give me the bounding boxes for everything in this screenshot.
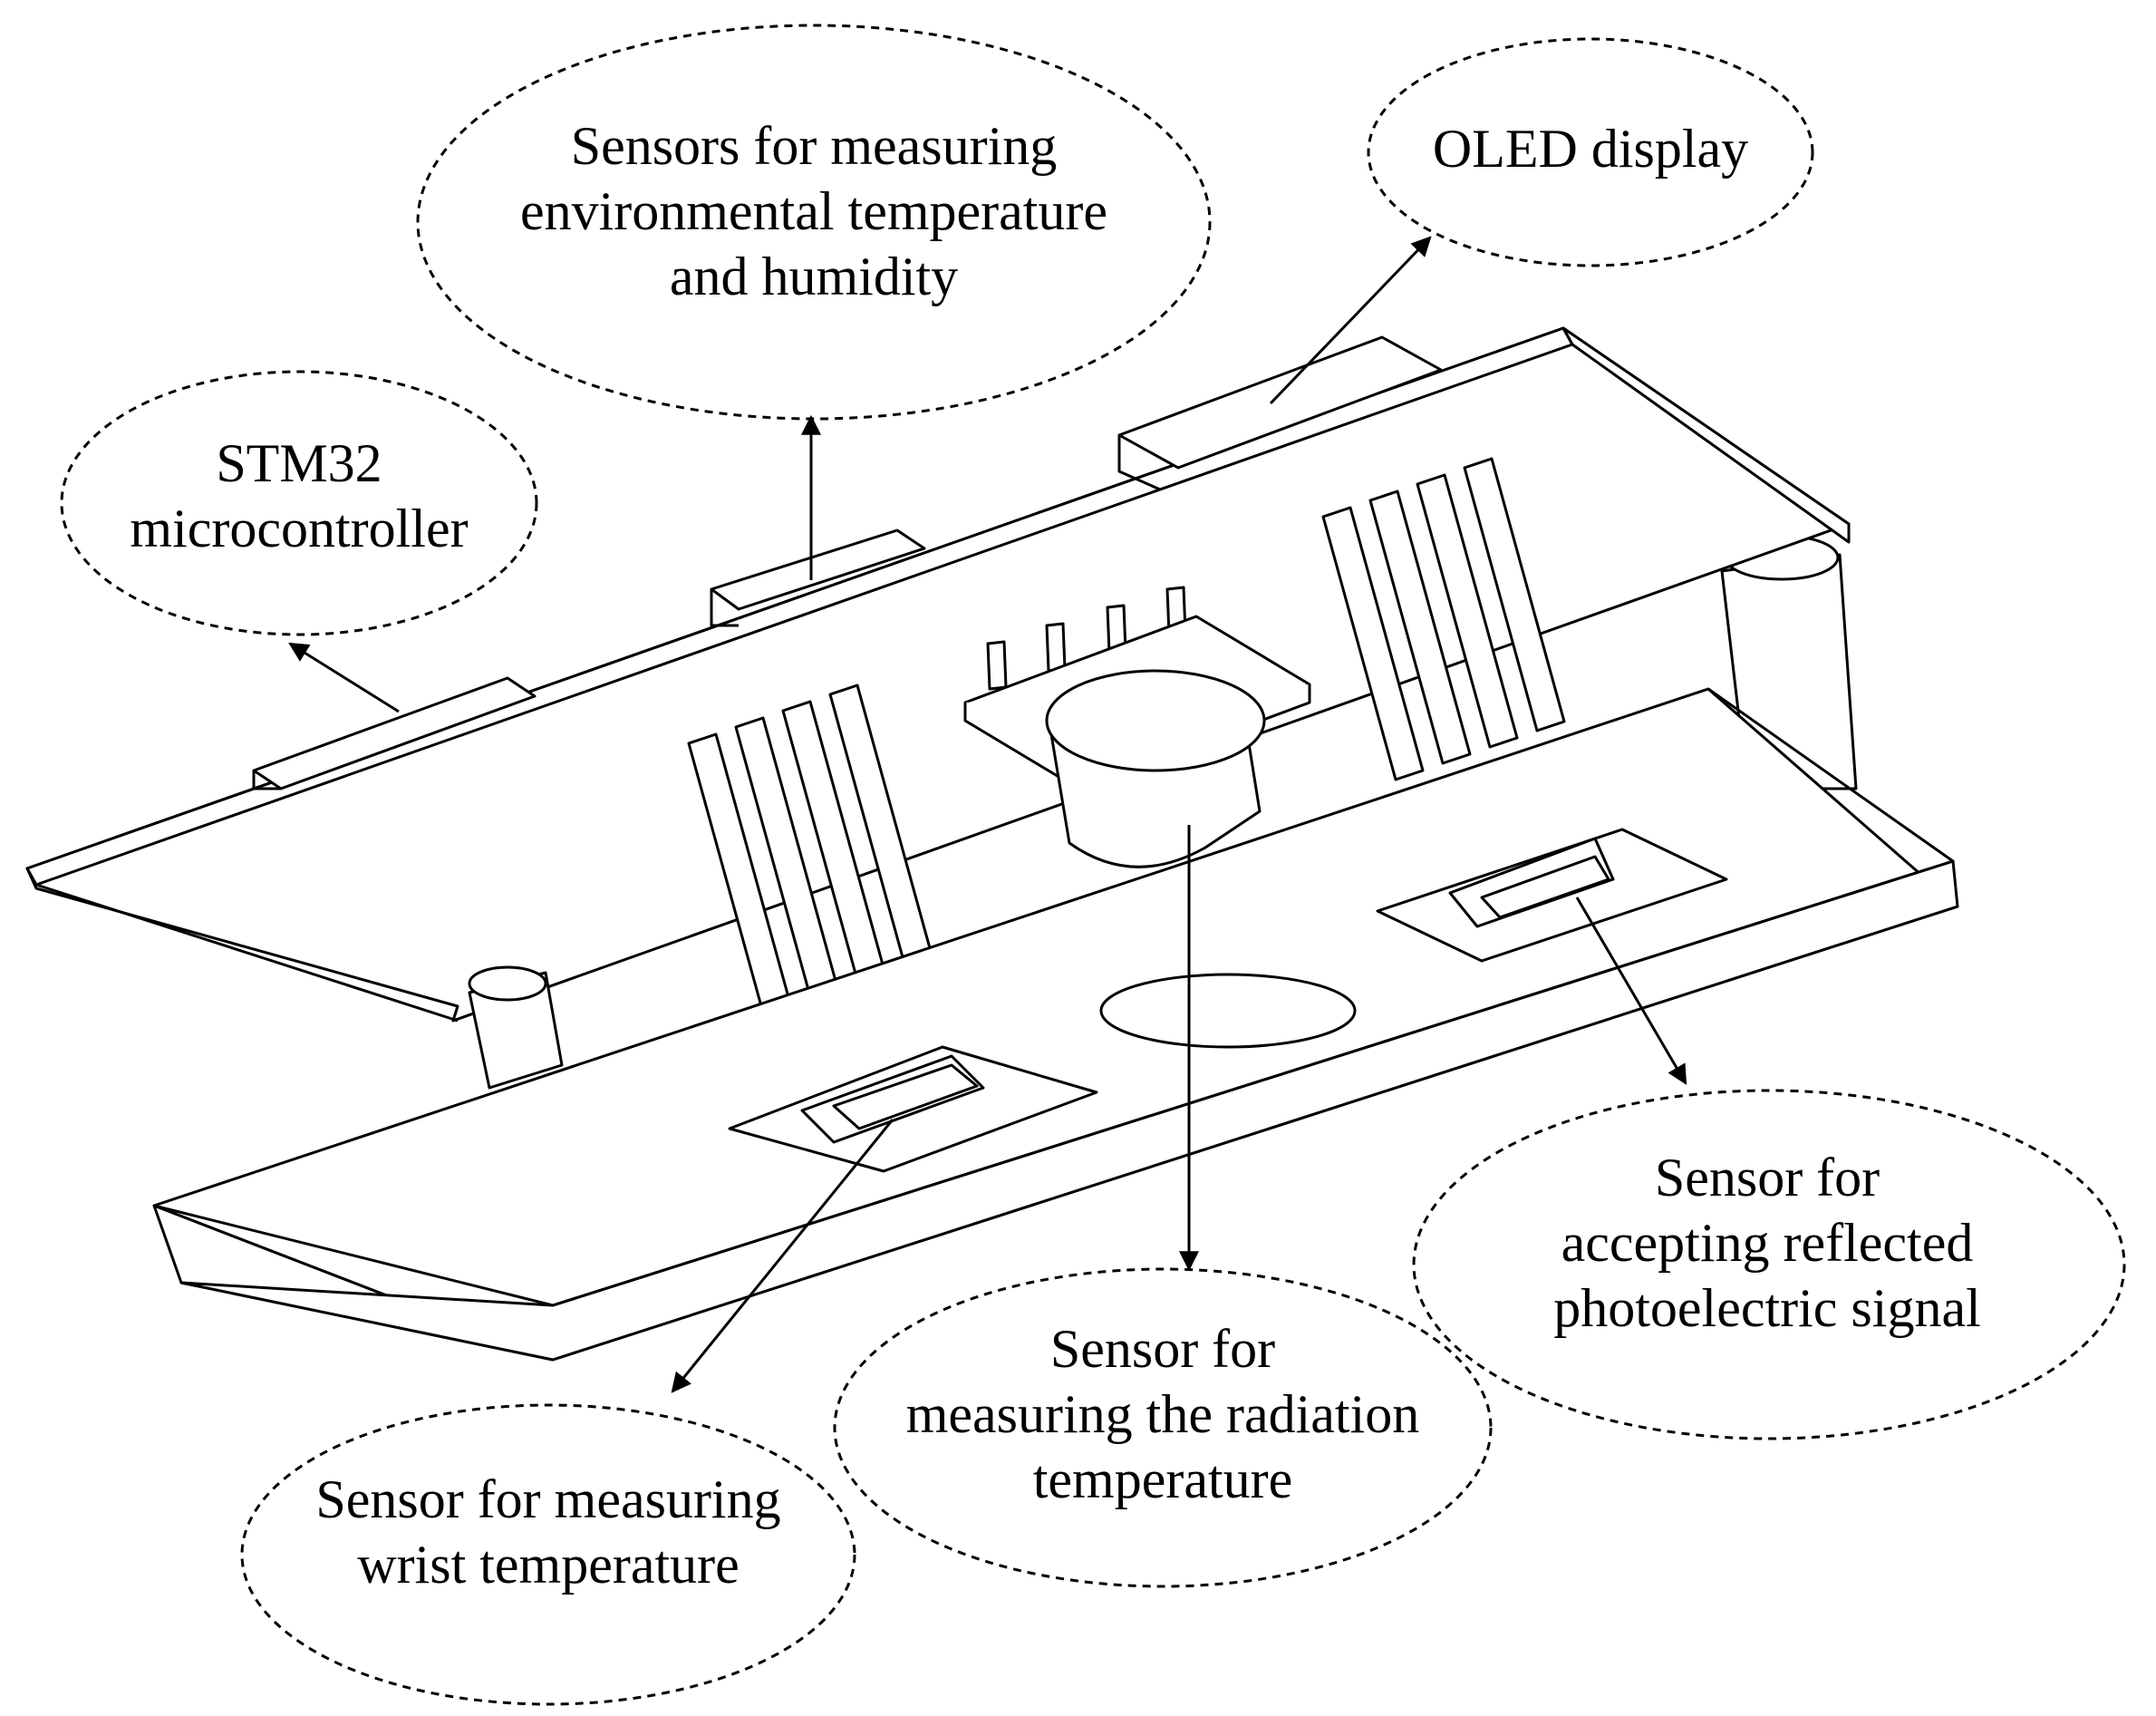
oled-callout-ellipse (1367, 37, 1814, 267)
env-sensor-callout-ellipse (416, 24, 1212, 421)
env-sensor-label: Sensors for measuring environmental temp… (424, 113, 1204, 309)
radiation-label-line-3: temperature (1032, 1449, 1293, 1509)
arrow-wrist (671, 1119, 894, 1393)
radiation-label-line-2: measuring the radiation (905, 1384, 1420, 1444)
photoelectric-sensor-slot (1376, 828, 1728, 963)
left-standoff (468, 965, 564, 1090)
env-sensor-label-line-1: Sensors for measuring (570, 116, 1058, 176)
env-sensor-label-line-3: and humidity (669, 247, 959, 306)
arrow-photo (1575, 897, 1687, 1085)
bottom-base-board (152, 687, 1959, 1362)
oled-label-line-1: OLED display (1432, 119, 1749, 179)
radiation-sensor-part (963, 586, 1311, 868)
wrist-sensor-slot (728, 1045, 1098, 1173)
wrist-label-line-1: Sensor for measuring (315, 1469, 781, 1529)
oled-module (1117, 335, 1443, 491)
photo-label-line-1: Sensor for (1654, 1148, 1880, 1207)
stm32-label-line-1: STM32 (216, 433, 382, 493)
stm32-label: STM32 microcontroller (63, 431, 535, 561)
env-sensor-chip (710, 528, 926, 627)
photo-label-line-2: accepting reflected (1561, 1213, 1974, 1273)
stm32-callout-ellipse (60, 370, 538, 636)
stm32-chip (252, 676, 537, 790)
arrow-oled (1269, 236, 1432, 405)
photo-label-line-3: photoelectric signal (1553, 1278, 1981, 1338)
arrow-stm32 (288, 642, 400, 713)
wrist-label: Sensor for measuring wrist temperature (245, 1467, 852, 1597)
right-pin-header (1321, 457, 1566, 781)
env-sensor-label-line-2: environmental temperature (519, 181, 1108, 241)
stm32-label-line-2: microcontroller (130, 499, 469, 558)
wrist-callout-ellipse (240, 1403, 856, 1706)
photo-callout-ellipse (1412, 1089, 2126, 1440)
oled-label: OLED display (1364, 116, 1817, 181)
radiation-label-line-1: Sensor for (1049, 1319, 1276, 1379)
wrist-label-line-2: wrist temperature (357, 1535, 740, 1595)
radiation-label: Sensor for measuring the radiation tempe… (836, 1316, 1489, 1512)
photo-label: Sensor for accepting reflected photoelec… (1450, 1145, 2084, 1341)
radiation-callout-ellipse (833, 1267, 1493, 1588)
